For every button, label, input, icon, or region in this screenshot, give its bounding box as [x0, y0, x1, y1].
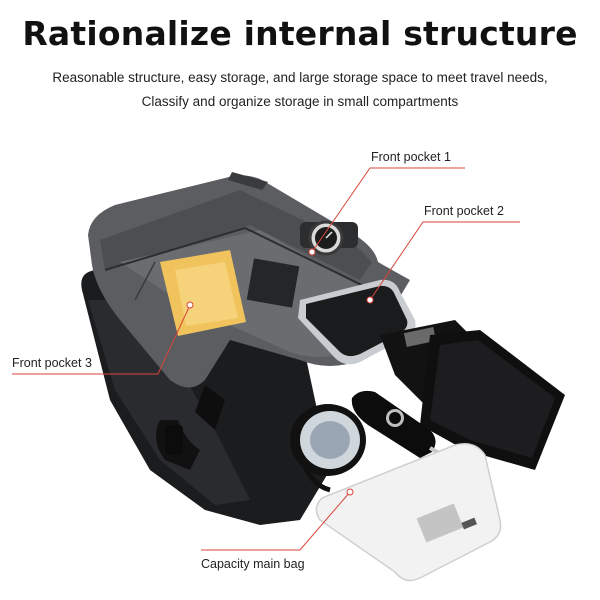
sunglasses [290, 404, 366, 493]
callout-line-front-pocket-2 [369, 221, 520, 301]
label-front-pocket-3: Front pocket 3 [12, 356, 92, 370]
callout-line-capacity-main-bag [201, 491, 351, 551]
label-front-pocket-1: Front pocket 1 [371, 150, 451, 164]
callout-dot-front-pocket-1 [308, 248, 316, 256]
watch [300, 220, 358, 256]
callout-dot-capacity-main-bag [346, 488, 354, 496]
label-capacity-main-bag: Capacity main bag [201, 557, 305, 571]
power-bank [315, 443, 502, 582]
callout-lines [12, 167, 520, 551]
callout-dot-front-pocket-2 [366, 296, 374, 304]
callout-line-front-pocket-1 [311, 167, 465, 253]
wallet [420, 330, 565, 470]
subtitle-line-2: Classify and organize storage in small c… [141, 94, 459, 109]
card [160, 250, 246, 336]
label-front-pocket-2: Front pocket 2 [424, 204, 504, 218]
callout-line-front-pocket-3 [12, 304, 191, 375]
page-title: Rationalize internal structure [22, 14, 578, 53]
subtitle-line-1: Reasonable structure, easy storage, and … [52, 70, 548, 85]
callout-dot-front-pocket-3 [186, 301, 194, 309]
